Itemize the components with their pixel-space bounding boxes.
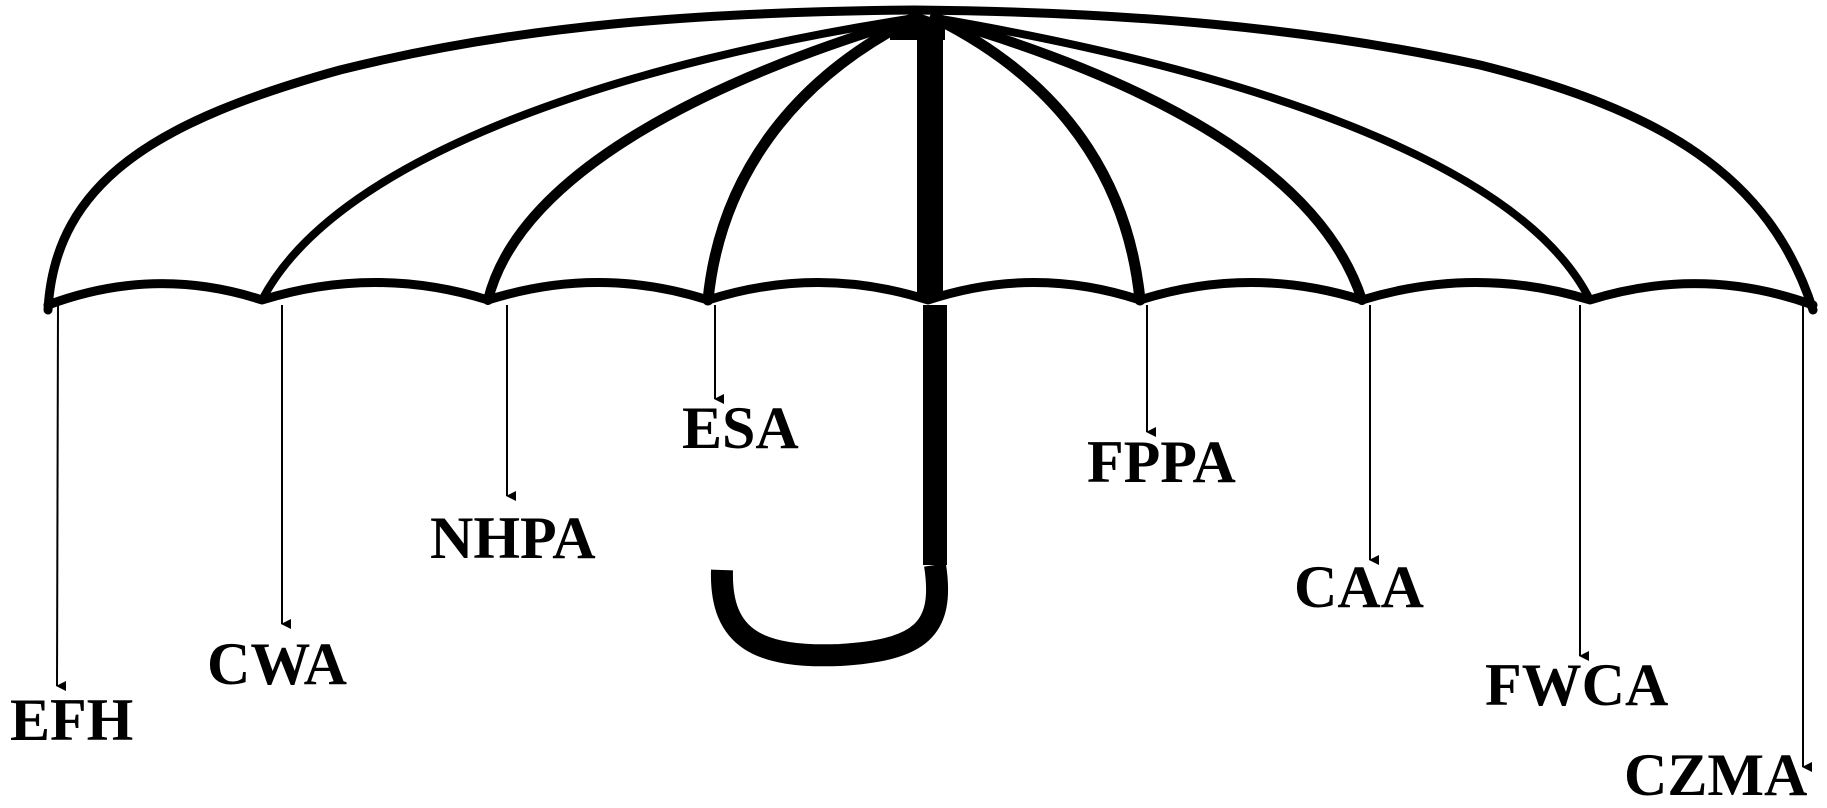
- label-fppa: FPPA: [1087, 429, 1236, 495]
- canopy-rib: [258, 14, 919, 304]
- umbrella-finial: [890, 12, 945, 40]
- canopy-rib: [931, 14, 1594, 304]
- umbrella-canopy: [43, 5, 1818, 315]
- label-efh: EFH: [10, 687, 134, 753]
- canopy-rib: [930, 13, 1367, 305]
- canopy-rib: [483, 13, 920, 305]
- canopy-rib: [702, 12, 921, 306]
- label-esa: ESA: [682, 395, 799, 461]
- arrow-efh: [56, 304, 67, 692]
- label-caa: CAA: [1294, 554, 1424, 620]
- label-cwa: CWA: [207, 631, 348, 697]
- handle-hook: [710, 563, 949, 667]
- label-arrows: [56, 304, 1812, 772]
- label-fwca: FWCA: [1485, 652, 1669, 718]
- canopy-rib: [929, 12, 1146, 306]
- label-czma: CZMA: [1624, 742, 1808, 808]
- canopy-outline: [43, 5, 1818, 315]
- label-nhpa: NHPA: [430, 505, 596, 571]
- umbrella-handle: [710, 40, 949, 667]
